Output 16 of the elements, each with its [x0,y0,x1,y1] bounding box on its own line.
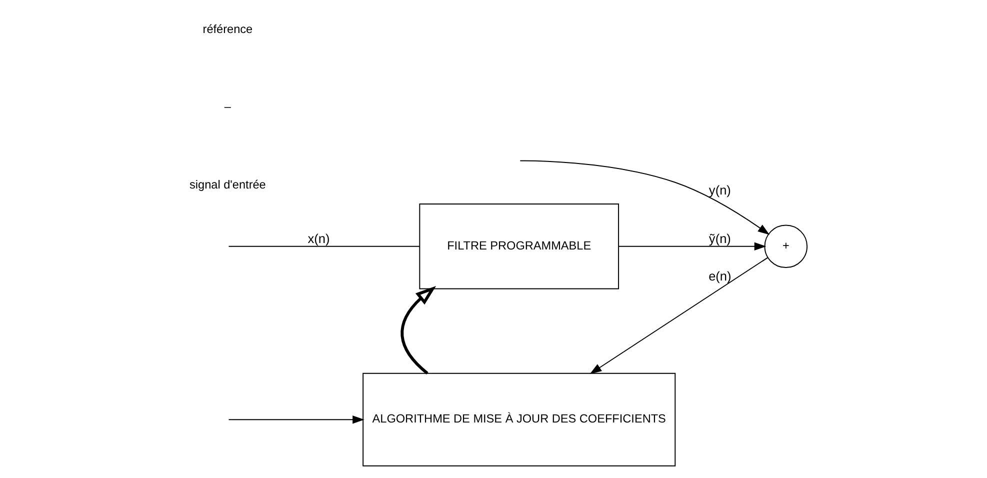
node-circle: + [764,224,808,268]
label: signal d'entrée [189,177,266,192]
arrow [228,416,364,424]
edge-label: x(n) [307,230,330,246]
arrow [589,257,768,374]
label: – [224,100,230,114]
arrow [400,286,436,374]
edge-label: ỹ(n) [708,230,730,246]
arrow [519,160,770,235]
arrow [618,242,766,251]
connector [228,246,420,247]
label: référence [202,22,252,36]
edge-label: y(n) [708,182,730,198]
node-box: ALGORITHME DE MISE À JOUR DES COEFFICIENTS [362,372,676,466]
edge-label: e(n) [708,268,731,284]
node-box: FILTRE PROGRAMMABLE [418,204,619,290]
